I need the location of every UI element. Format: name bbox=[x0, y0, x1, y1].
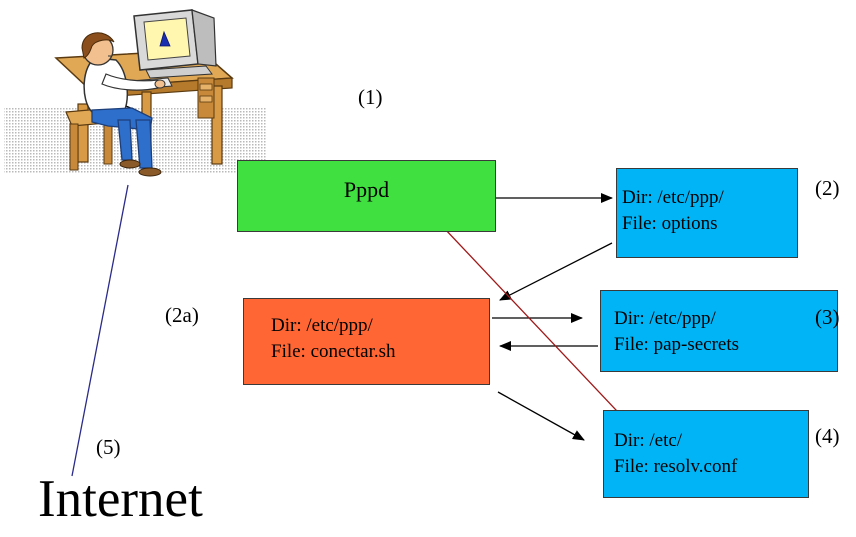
pap-secrets-box: Dir: /etc/ppp/ File: pap-secrets bbox=[600, 290, 838, 372]
resolv-file-label: File: resolv.conf bbox=[614, 455, 738, 477]
pppd-box: Pppd bbox=[237, 160, 496, 232]
step-label-2: (2) bbox=[815, 176, 840, 200]
options-box: Dir: /etc/ppp/ File: options bbox=[616, 168, 798, 258]
pap-secrets-file-label: File: pap-secrets bbox=[614, 333, 740, 355]
step-label-2a: (2a) bbox=[165, 303, 199, 327]
step-label-1: (1) bbox=[358, 85, 383, 109]
step-label-5: (5) bbox=[96, 435, 121, 459]
user-at-computer-desk-icon bbox=[4, 9, 267, 177]
pppd-label: Pppd bbox=[343, 177, 390, 203]
resolv-dir-label: Dir: /etc/ bbox=[614, 430, 683, 451]
pap-secrets-dir-label: Dir: /etc/ppp/ bbox=[614, 308, 716, 329]
options-dir-label: Dir: /etc/ppp/ bbox=[622, 187, 724, 208]
internet-connection-line bbox=[71, 184, 129, 477]
resolv-box: Dir: /etc/ File: resolv.conf bbox=[603, 410, 809, 498]
step-label-3: (3) bbox=[815, 305, 840, 329]
conectar-dir-label: Dir: /etc/ppp/ bbox=[271, 315, 373, 336]
step-label-4: (4) bbox=[815, 424, 840, 448]
options-file-label: File: options bbox=[622, 212, 718, 234]
conectar-box: Dir: /etc/ppp/ File: conectar.sh bbox=[243, 298, 490, 385]
arrow-options-to-conectar bbox=[499, 242, 613, 301]
arrow-conectar-to-resolv bbox=[497, 391, 585, 441]
internet-label: Internet bbox=[38, 470, 203, 528]
conectar-file-label: File: conectar.sh bbox=[271, 340, 396, 362]
